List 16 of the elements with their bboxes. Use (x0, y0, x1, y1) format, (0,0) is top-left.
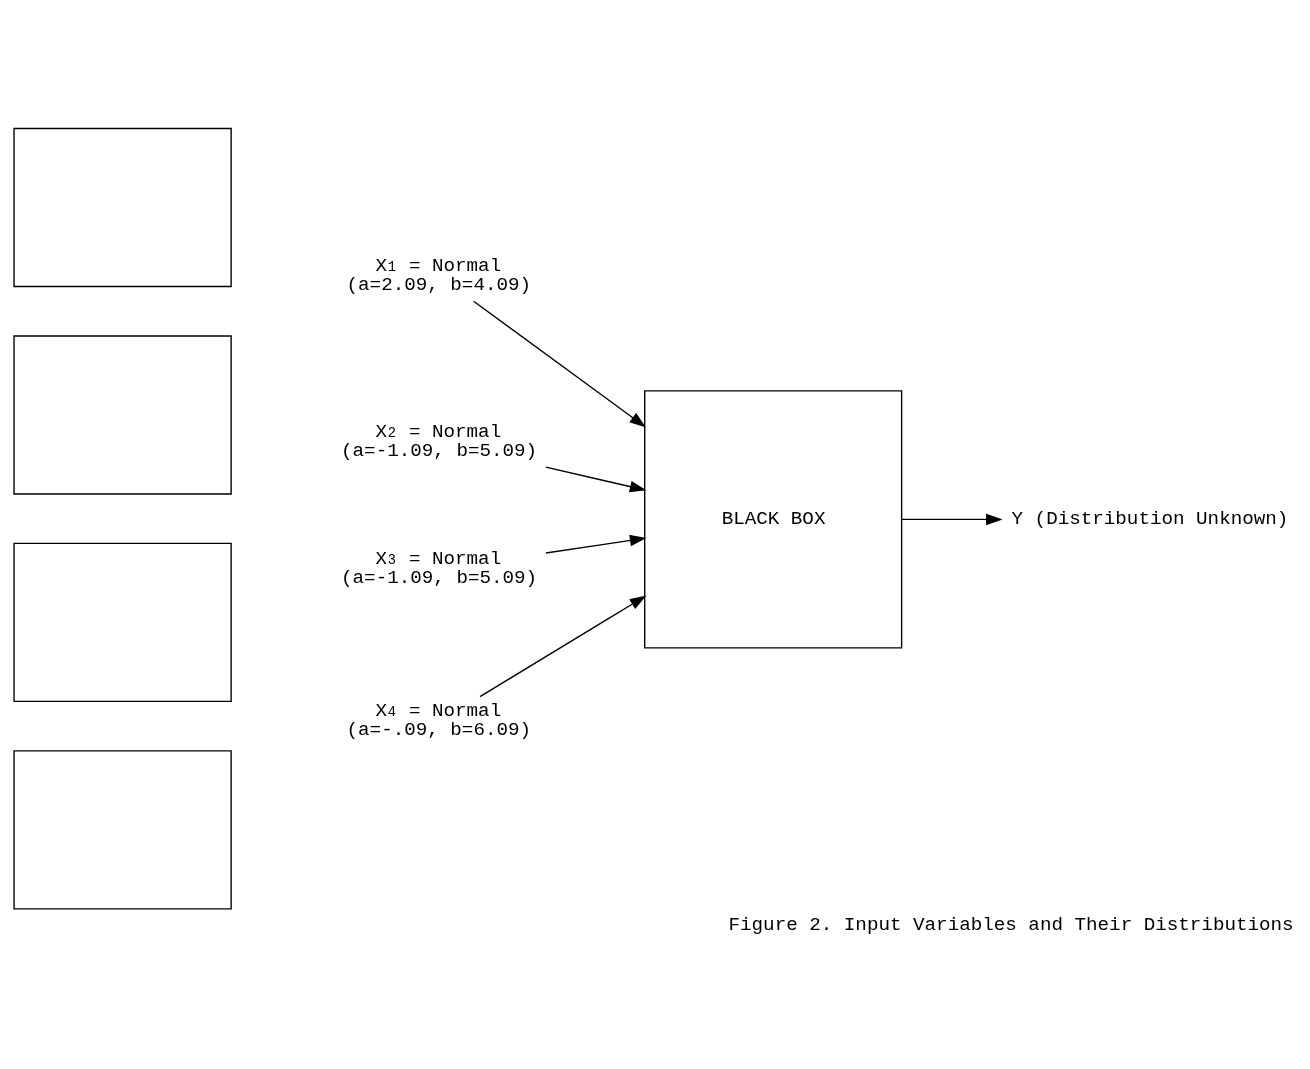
node-text: X2 = Normal (a=-1.09, b=5.09) (341, 421, 538, 463)
node-box (13, 335, 232, 495)
arrow (545, 466, 647, 493)
caption: Figure 2. Input Variables and Their Distributions (728, 913, 1294, 936)
node-box (13, 750, 232, 910)
node-text: X4 = Normal (a=-.09, b=6.09) (346, 700, 532, 742)
node-text: Y (Distribution Unknown) (1011, 508, 1289, 531)
arrow (900, 513, 1003, 526)
node-box (13, 542, 232, 703)
arrow (472, 300, 647, 428)
node-text: X3 = Normal (a=-1.09, b=5.09) (341, 547, 538, 589)
node-box: BLACK BOX (644, 390, 903, 649)
node-text: X1 = Normal (a=2.09, b=4.09) (346, 254, 532, 297)
arrow (545, 534, 647, 554)
arrow (479, 595, 647, 698)
node-box (13, 127, 232, 288)
